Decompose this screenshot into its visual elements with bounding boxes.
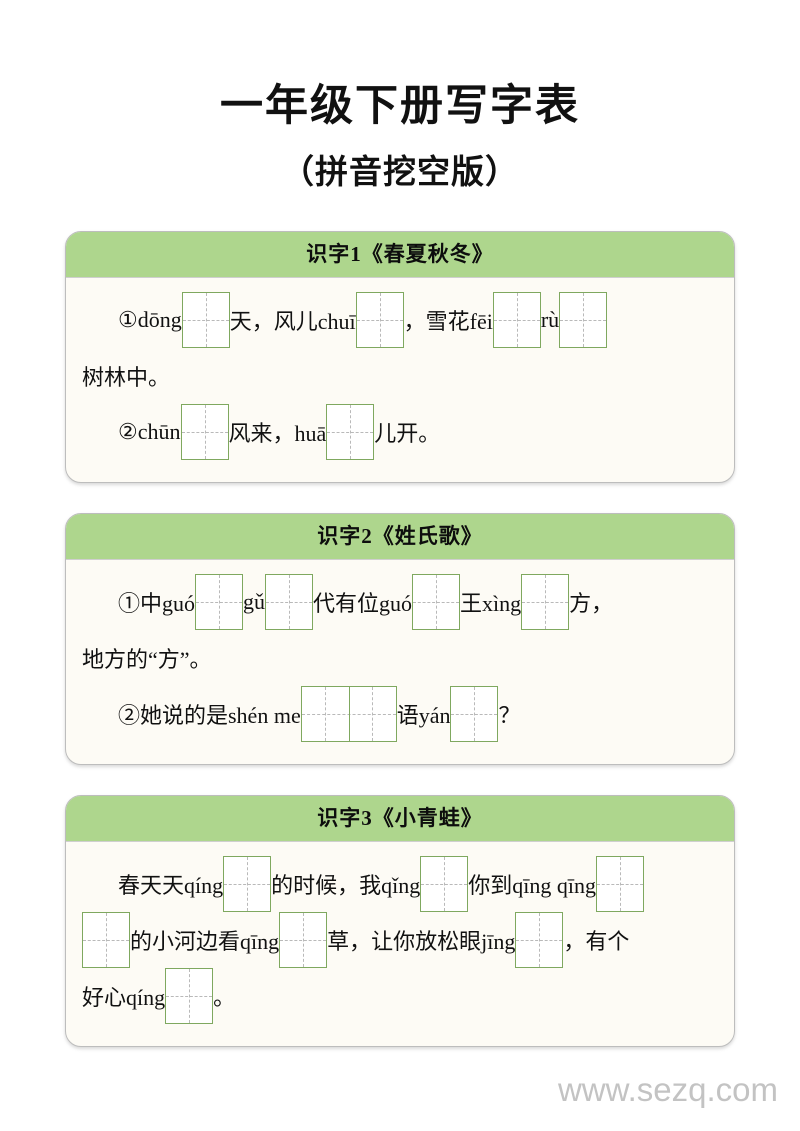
exercise-text: 草，让你放松眼jīng <box>327 929 516 955</box>
character-grid-box[interactable] <box>595 856 644 913</box>
exercise-line: 春天天qíng 的时候，我qǐng 你到qīng qīng <box>82 856 718 913</box>
character-grid-box[interactable] <box>326 404 375 461</box>
lesson-card-header: 识字3《小青蛙》 <box>66 796 734 843</box>
exercise-text: ②她说的是shén me <box>118 703 301 729</box>
worksheet-sections: 识字1《春夏秋冬》 ①dōng 天，风儿chuī ，雪花fēi rù 树林中。 ②chūn 风… <box>0 231 800 1048</box>
character-grid-box[interactable] <box>355 292 404 349</box>
lesson-card-header: 识字2《姓氏歌》 <box>66 514 734 561</box>
exercise-text: 方， <box>569 591 614 617</box>
character-grid-box[interactable] <box>521 574 570 631</box>
lesson-card-body: ①dōng 天，风儿chuī ，雪花fēi rù 树林中。 ②chūn 风来，huā 儿开。 <box>66 278 734 482</box>
character-grid-box[interactable] <box>181 292 230 349</box>
exercise-text: 树林中。 <box>82 365 171 391</box>
character-grid-box[interactable] <box>279 912 328 969</box>
exercise-line: ①中guó gǔ 代有位guó 王xìng 方， <box>82 574 718 631</box>
page-subtitle: （拼音挖空版） <box>281 155 519 192</box>
exercise-text: 你到qīng qīng <box>468 873 596 899</box>
exercise-text: 天，风儿chuī <box>229 309 356 335</box>
exercise-text: 地方的“方”。 <box>82 647 212 673</box>
lesson-card-body: 春天天qíng 的时候，我qǐng 你到qīng qīng 的小河边看qīng 草，让你… <box>66 842 734 1046</box>
exercise-text: ②chūn <box>118 419 181 445</box>
character-grid-box[interactable] <box>412 574 461 631</box>
exercise-text: ？ <box>498 703 521 729</box>
exercise-text: 。 <box>213 985 236 1011</box>
exercise-text: rù <box>540 307 560 333</box>
lesson-card-body: ①中guó gǔ 代有位guó 王xìng 方， 地方的“方”。 ②她说的是shén me 语… <box>66 560 734 764</box>
exercise-text: 的时候，我qǐng <box>271 873 421 899</box>
exercise-text: 王xìng <box>460 591 522 617</box>
exercise-text: 语yán <box>396 703 451 729</box>
lesson-card: 识字1《春夏秋冬》 ①dōng 天，风儿chuī ，雪花fēi rù 树林中。 ②chūn 风… <box>65 231 735 484</box>
exercise-text: ①dōng <box>118 307 182 333</box>
character-grid-box[interactable] <box>450 686 499 743</box>
character-grid-box[interactable] <box>515 912 564 969</box>
character-grid-box[interactable] <box>165 968 214 1025</box>
grid-dashed-divider <box>372 687 374 742</box>
character-grid-box[interactable] <box>300 686 397 743</box>
exercise-line: 好心qíng 。 <box>82 968 718 1025</box>
exercise-line: ②她说的是shén me 语yán ？ <box>82 686 718 743</box>
character-grid-box[interactable] <box>492 292 541 349</box>
exercise-text: gǔ <box>243 589 266 615</box>
exercise-text: 春天天qíng <box>118 873 224 899</box>
exercise-text: 风来，huā <box>228 421 327 447</box>
watermark: www.sezq.com <box>557 1071 778 1108</box>
exercise-text: 的小河边看qīng <box>130 929 280 955</box>
character-grid-box[interactable] <box>265 574 314 631</box>
exercise-text: ，雪花fēi <box>403 309 493 335</box>
page-title: 一年级下册写字表 <box>220 83 580 130</box>
exercise-text: 好心qíng <box>82 985 166 1011</box>
exercise-text: ，有个 <box>563 929 630 955</box>
exercise-line: ①dōng 天，风儿chuī ，雪花fēi rù <box>82 292 718 349</box>
character-grid-box[interactable] <box>420 856 469 913</box>
character-grid-box[interactable] <box>195 574 244 631</box>
exercise-line: 地方的“方”。 <box>82 630 718 686</box>
grid-divider <box>348 687 350 742</box>
character-grid-box[interactable] <box>559 292 608 349</box>
exercise-text: ①中guó <box>118 591 196 617</box>
character-grid-box[interactable] <box>180 404 229 461</box>
character-grid-box[interactable] <box>82 912 130 969</box>
lesson-card: 识字2《姓氏歌》 ①中guó gǔ 代有位guó 王xìng 方， 地方的“方”。 ②她说的是… <box>65 513 735 766</box>
title-block: 一年级下册写字表 （拼音挖空版） <box>0 0 800 193</box>
lesson-card-header: 识字1《春夏秋冬》 <box>66 232 734 279</box>
exercise-line: 的小河边看qīng 草，让你放松眼jīng ，有个 <box>82 912 718 969</box>
exercise-line: ②chūn 风来，huā 儿开。 <box>82 404 718 461</box>
exercise-text: 代有位guó <box>313 591 413 617</box>
exercise-line: 树林中。 <box>82 348 718 404</box>
exercise-text: 儿开。 <box>374 421 441 447</box>
character-grid-box[interactable] <box>223 856 272 913</box>
lesson-card: 识字3《小青蛙》春天天qíng 的时候，我qǐng 你到qīng qīng 的小河边看… <box>65 795 735 1048</box>
